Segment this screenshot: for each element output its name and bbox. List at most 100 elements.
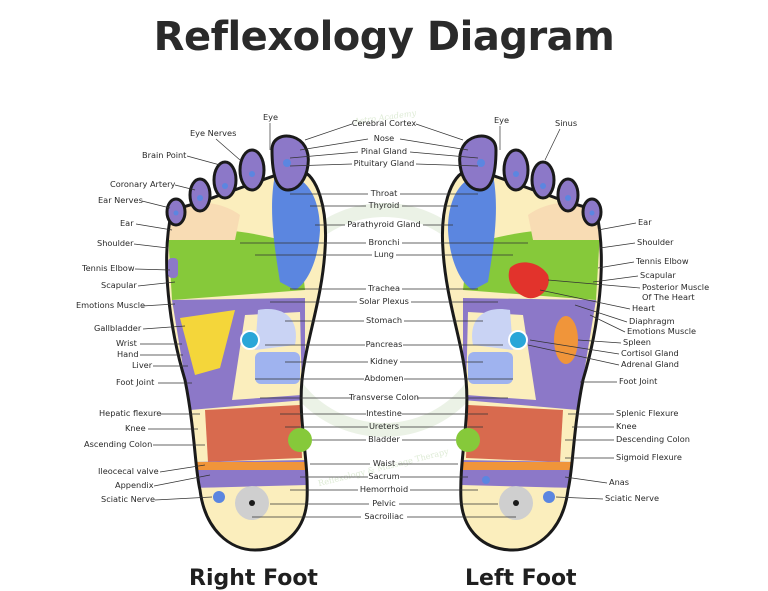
label-transverse-colon: Transverse Colon	[260, 392, 508, 402]
svg-text:Sacroiliac: Sacroiliac	[364, 511, 403, 521]
label-diaphragm: Diaphragm	[574, 304, 675, 326]
svg-text:Sacrum: Sacrum	[368, 471, 399, 481]
label-heart: Heart	[539, 289, 656, 313]
label-knee-left: Knee	[572, 421, 637, 431]
label-solar-plexus: Solar Plexus	[270, 296, 498, 306]
label-cerebral-cortex: Cerebral Cortex	[304, 118, 464, 141]
page-title: Reflexology Diagram	[153, 14, 615, 60]
svg-text:Ear: Ear	[120, 218, 134, 228]
svg-text:Appendix: Appendix	[115, 480, 154, 490]
label-foot-joint-left: Foot Joint	[580, 376, 658, 386]
right-foot	[165, 134, 328, 552]
label-eye-nerves: Eye Nerves	[190, 128, 241, 161]
label-knee-right: Knee	[125, 423, 198, 433]
label-sciatic-nerve-left: Sciatic Nerve	[555, 493, 659, 503]
label-hand: Hand	[117, 349, 183, 359]
label-abdomen: Abdomen	[255, 373, 513, 383]
label-foot-joint-right: Foot Joint	[116, 377, 192, 387]
svg-text:Cerebral Cortex: Cerebral Cortex	[352, 118, 417, 128]
svg-text:Abdomen: Abdomen	[364, 373, 403, 383]
label-appendix: Appendix	[115, 474, 211, 490]
label-ear-nerves: Ear Nerves	[98, 195, 171, 209]
svg-text:Parathyroid Gland: Parathyroid Gland	[347, 219, 421, 229]
svg-text:Liver: Liver	[132, 360, 153, 370]
label-nose: Nose	[299, 133, 469, 151]
svg-text:Pancreas: Pancreas	[366, 339, 403, 349]
svg-text:Shoulder: Shoulder	[97, 238, 134, 248]
svg-text:Tennis Elbow: Tennis Elbow	[81, 263, 135, 273]
label-sacroiliac: Sacroiliac	[252, 511, 516, 521]
svg-text:Eye: Eye	[263, 112, 278, 122]
label-anas: Anas	[564, 476, 629, 487]
label-cortisol-gland: Cortisol Gland	[529, 339, 679, 358]
label-sacrum: Sacrum	[300, 471, 468, 481]
label-ascending-colon: Ascending Colon	[84, 439, 205, 449]
label-hemorrhoid: Hemorrhoid	[290, 484, 478, 494]
label-waist: Waist	[310, 458, 458, 468]
label-pinal-gland: Pinal Gland	[289, 146, 479, 159]
label-stomach: Stomach	[285, 315, 483, 325]
label-lung: Lung	[255, 249, 513, 259]
label-ear-right: Ear	[120, 218, 173, 231]
svg-text:Knee: Knee	[125, 423, 146, 433]
svg-text:Foot Joint: Foot Joint	[116, 377, 155, 387]
label-scapular-right: Scapular	[101, 280, 176, 290]
svg-text:Coronary Artery: Coronary Artery	[110, 179, 176, 189]
svg-text:Hepatic flexure: Hepatic flexure	[99, 408, 161, 418]
svg-text:Ear: Ear	[638, 217, 652, 227]
svg-text:Pinal Gland: Pinal Gland	[361, 146, 407, 156]
svg-text:Lung: Lung	[374, 249, 394, 259]
label-pelvic: Pelvic	[270, 498, 498, 508]
label-intestine: Intestine	[280, 408, 488, 418]
label-brain-point: Brain Point	[142, 150, 221, 166]
label-gallbladder: Gallbladder	[94, 323, 186, 333]
svg-text:Knee: Knee	[616, 421, 637, 431]
svg-text:Tennis Elbow: Tennis Elbow	[635, 256, 689, 266]
svg-text:Anas: Anas	[609, 477, 629, 487]
svg-text:Stomach: Stomach	[366, 315, 402, 325]
svg-text:Scapular: Scapular	[101, 280, 137, 290]
label-descending-colon: Descending Colon	[565, 434, 690, 444]
svg-text:Shoulder: Shoulder	[637, 237, 674, 247]
label-kidney: Kidney	[285, 356, 483, 366]
svg-text:Nose: Nose	[374, 133, 394, 143]
label-trachea: Trachea	[290, 283, 478, 293]
svg-text:Waist: Waist	[373, 458, 396, 468]
label-pancreas: Pancreas	[265, 339, 503, 349]
label-sciatic-nerve-right: Sciatic Nerve	[101, 494, 213, 504]
label-coronary-artery: Coronary Artery	[110, 179, 196, 191]
label-tennis-elbow-right: Tennis Elbow	[81, 263, 171, 273]
svg-text:Throat: Throat	[370, 188, 398, 198]
svg-text:Sinus: Sinus	[555, 118, 577, 128]
label-bronchi: Bronchi	[240, 237, 528, 247]
svg-text:Scapular: Scapular	[640, 270, 676, 280]
label-liver: Liver	[132, 360, 188, 370]
label-eye-left: Eye	[494, 115, 509, 150]
svg-text:Diaphragm: Diaphragm	[629, 316, 675, 326]
label-throat: Throat	[290, 188, 478, 198]
label-scapular-left: Scapular	[592, 270, 676, 283]
label-hepatic-flexure: Hepatic flexure	[99, 408, 200, 418]
label-ureters: Ureters	[285, 421, 483, 431]
svg-text:Spleen: Spleen	[623, 337, 651, 347]
label-wrist: Wrist	[116, 338, 182, 348]
svg-text:Sciatic Nerve: Sciatic Nerve	[605, 493, 659, 503]
svg-text:Cortisol Gland: Cortisol Gland	[621, 348, 679, 358]
svg-text:Bronchi: Bronchi	[369, 237, 400, 247]
label-posterior-muscle: Posterior Muscle	[547, 279, 709, 292]
label-eye-right: Eye	[263, 112, 278, 150]
svg-text:Kidney: Kidney	[370, 356, 398, 366]
label-parathyroid-gland: Parathyroid Gland	[315, 219, 453, 229]
svg-text:Ureters: Ureters	[369, 421, 399, 431]
svg-text:Wrist: Wrist	[116, 338, 138, 348]
svg-text:Ear Nerves: Ear Nerves	[98, 195, 143, 205]
svg-text:Pituitary Gland: Pituitary Gland	[354, 158, 415, 168]
label-sinus: Sinus	[544, 118, 577, 161]
svg-text:Hemorrhoid: Hemorrhoid	[360, 484, 408, 494]
svg-text:Heart: Heart	[632, 303, 656, 313]
label-emotions-muscle-left: Emotions Muscle	[589, 314, 696, 336]
svg-text:Ascending Colon: Ascending Colon	[84, 439, 152, 449]
label-tennis-elbow-left: Tennis Elbow	[597, 256, 689, 269]
svg-text:Ileocecal valve: Ileocecal valve	[98, 466, 159, 476]
label-ileocecal-valve: Ileocecal valve	[98, 464, 206, 476]
